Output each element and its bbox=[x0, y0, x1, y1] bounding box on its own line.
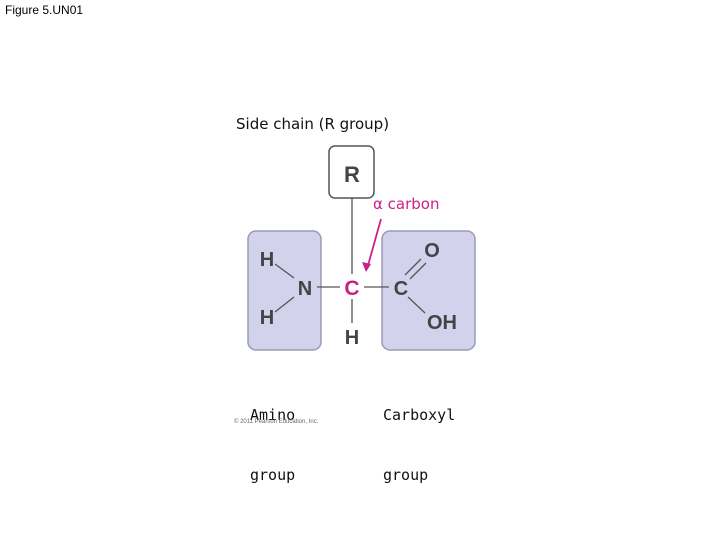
figure-label: Figure 5.UN01 bbox=[5, 3, 84, 17]
copyright-notice: © 2011 Pearson Education, Inc. bbox=[234, 419, 319, 425]
amino-group-label: Amino group bbox=[250, 365, 295, 505]
alpha-arrow-head bbox=[362, 262, 371, 272]
carboxyl-group-box bbox=[381, 230, 476, 351]
amino-group-label-line1: Amino bbox=[250, 406, 296, 424]
carboxyl-group-label-line2: group bbox=[383, 466, 429, 484]
atom-n: N bbox=[298, 278, 312, 300]
atom-h-alpha: H bbox=[345, 327, 359, 349]
atom-c-alpha: C bbox=[344, 277, 359, 300]
atom-h-top: H bbox=[260, 249, 274, 271]
alpha-arrow-line bbox=[366, 218, 382, 270]
bond-h-n-bottom bbox=[274, 296, 295, 313]
amino-group-box bbox=[247, 230, 322, 351]
bond-c-o-double-a bbox=[404, 258, 422, 276]
amino-group-label-line2: group bbox=[250, 466, 296, 484]
atom-oh: OH bbox=[427, 312, 457, 334]
atom-o: O bbox=[424, 240, 440, 262]
bond-c-o-double-b bbox=[409, 262, 427, 280]
bond-h-n-top bbox=[274, 263, 295, 279]
carboxyl-group-label: Carboxyl group bbox=[383, 365, 455, 505]
atom-r: R bbox=[344, 162, 360, 187]
alpha-carbon-label: α carbon bbox=[373, 195, 440, 213]
atom-h-bottom: H bbox=[260, 307, 274, 329]
atom-c-carboxyl: C bbox=[394, 278, 408, 300]
carboxyl-group-label-line1: Carboxyl bbox=[383, 406, 456, 424]
side-chain-label: Side chain (R group) bbox=[236, 115, 390, 133]
bond-c-oh bbox=[407, 296, 426, 314]
